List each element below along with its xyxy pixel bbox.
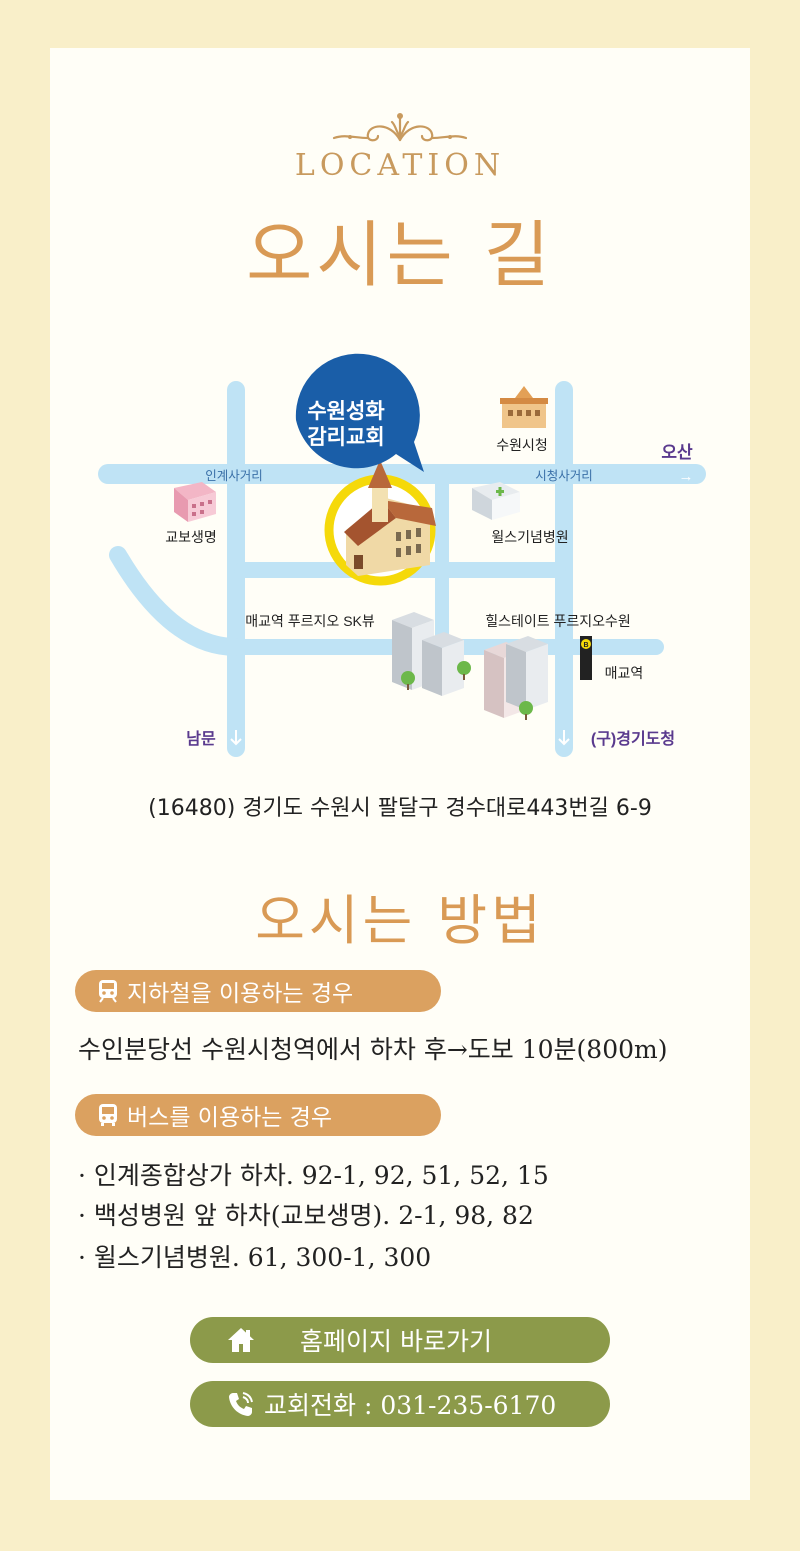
- down-arrow-icon: [558, 730, 570, 746]
- phone-icon: [229, 1392, 253, 1416]
- content-card: [50, 48, 750, 1500]
- church-badge-line1: 수원성화: [307, 400, 385, 423]
- homepage-button-label: 홈페이지 바로가기: [300, 1327, 492, 1356]
- homepage-button[interactable]: 홈페이지 바로가기: [190, 1317, 610, 1363]
- bus-line-item: · 인계종합상가 하차. 92-1, 92, 51, 52, 15: [78, 1161, 549, 1190]
- hospital-building-icon: [472, 482, 520, 520]
- apartment-buildings-icon: [484, 636, 548, 720]
- subway-icon: [99, 980, 117, 1003]
- location-eyebrow: LOCATION: [294, 148, 506, 183]
- map-label-wells-hospital: 윌스기념병원: [491, 529, 568, 545]
- osan-arrow-icon: →: [679, 468, 694, 485]
- address-text: (16480) 경기도 수원시 팔달구 경수대로443번길 6-9: [148, 796, 652, 821]
- map-label-kyobo: 교보생명: [165, 529, 217, 545]
- map-label-osan: 오산: [661, 443, 693, 462]
- map-label-cityhall-intersection: 시청사거리: [535, 469, 593, 483]
- church-badge: 수원성화 감리교회: [295, 353, 424, 472]
- subway-station-icon: B: [580, 636, 592, 680]
- church-icon: [344, 448, 436, 576]
- phone-button-label: 교회전화 : 031-235-6170: [264, 1391, 557, 1420]
- location-map: 수원성화 감리교회 수원시청 오산 → 인계사거리 시청사거리 교보생명 윌스기…: [98, 353, 706, 757]
- bus-heading-label: 버스를 이용하는 경우: [127, 1105, 333, 1131]
- map-roads: [98, 381, 706, 757]
- city-hall-building-icon: [500, 386, 548, 428]
- map-label-nammun: 남문: [186, 730, 216, 748]
- map-label-ingye-intersection: 인계사거리: [205, 469, 263, 483]
- map-label-maegyo-station: 매교역: [605, 665, 644, 681]
- kyobo-building-icon: [174, 482, 216, 522]
- directions-title: 오시는 방법: [255, 889, 545, 952]
- bus-heading: 버스를 이용하는 경우: [75, 1094, 441, 1136]
- map-label-old-province: (구)경기도청: [591, 729, 675, 748]
- bus-icon: [99, 1104, 117, 1126]
- subway-heading-label: 지하철을 이용하는 경우: [127, 981, 354, 1007]
- map-label-hillstate: 힐스테이트 푸르지오수원: [485, 613, 631, 629]
- phone-button[interactable]: 교회전화 : 031-235-6170: [190, 1381, 610, 1427]
- subway-heading: 지하철을 이용하는 경우: [75, 970, 441, 1012]
- subway-instruction: 수인분당선 수원시청역에서 하차 후→도보 10분(800m): [78, 1035, 668, 1064]
- down-arrow-icon: [230, 730, 242, 746]
- page-title: 오시는 길: [246, 213, 554, 297]
- ornament-icon: [332, 113, 468, 142]
- bus-line-item: · 백성병원 앞 하차(교보생명). 2-1, 98, 82: [78, 1201, 534, 1230]
- map-label-city-hall: 수원시청: [496, 437, 548, 453]
- map-label-maegyo-purgio: 매교역 푸르지오 SK뷰: [245, 613, 375, 629]
- home-icon: [228, 1328, 254, 1352]
- station-mark: B: [583, 642, 588, 649]
- bus-line-item: · 윌스기념병원. 61, 300-1, 300: [78, 1243, 432, 1272]
- church-badge-line2: 감리교회: [307, 426, 384, 449]
- apartment-buildings-icon: [392, 612, 471, 696]
